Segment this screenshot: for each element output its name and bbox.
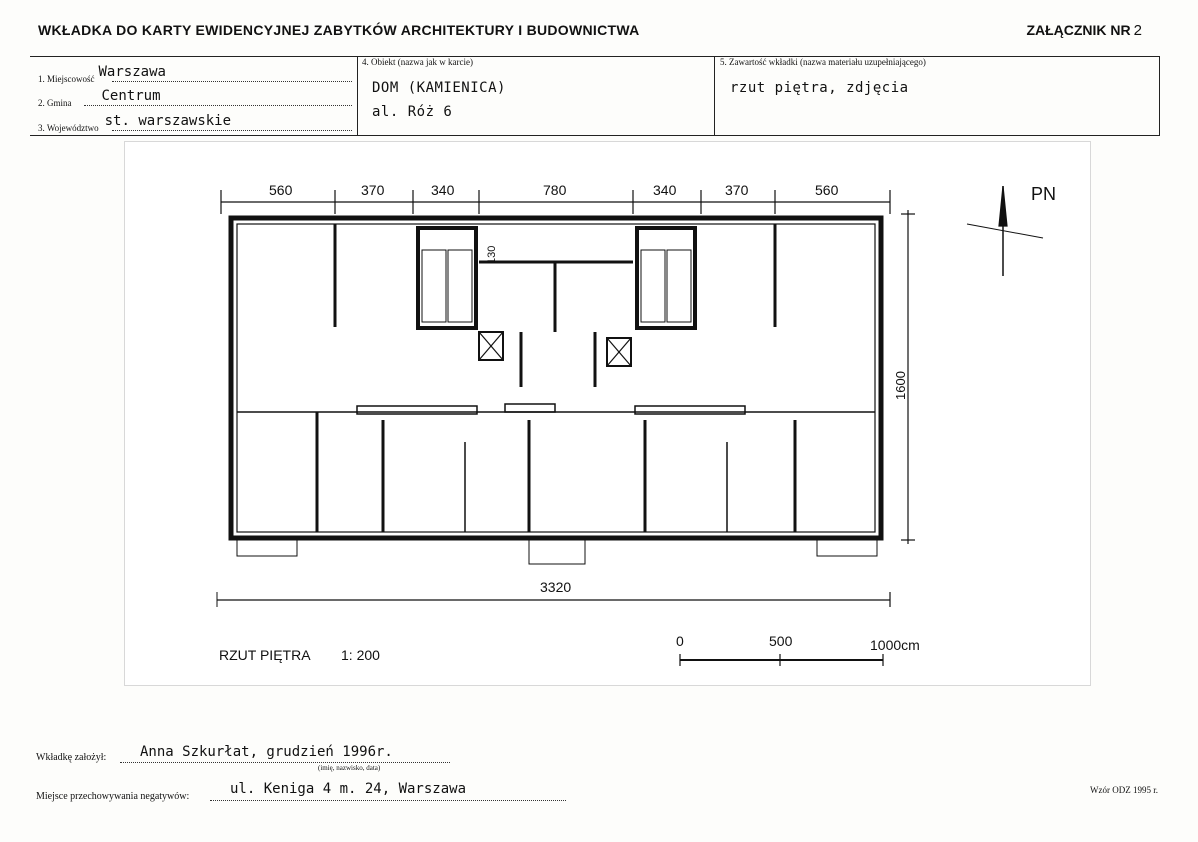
form-right-border <box>1159 56 1160 136</box>
floor-plan-drawing: 560 370 340 780 340 370 560 3320 130 160… <box>216 182 1056 666</box>
dim-top-5: 340 <box>653 182 677 198</box>
document-title: WKŁADKA DO KARTY EWIDENCYJNEJ ZABYTKÓW A… <box>38 22 640 38</box>
dim-top-1: 560 <box>269 182 293 198</box>
founder-value: Anna Szkurłat, grudzień 1996r. <box>140 744 393 760</box>
field-obiekt-line2: al. Róż 6 <box>372 104 453 120</box>
field-wojewodztwo-line <box>112 130 352 131</box>
dim-top-7: 560 <box>815 182 839 198</box>
founder-label: Wkładkę założył: <box>36 752 107 763</box>
field-miejscowosc-label: 1. Miejscowość <box>38 74 95 84</box>
dim-total: 3320 <box>540 579 571 595</box>
dim-top-4: 780 <box>543 182 567 198</box>
field-gmina-value: Centrum <box>101 88 161 104</box>
storage-line <box>210 800 566 801</box>
field-miejscowosc-value: Warszawa <box>98 64 166 80</box>
form-divider-2 <box>714 56 715 136</box>
dim-height: 1600 <box>893 371 908 400</box>
form-top-border <box>30 56 1160 57</box>
dim-top-6: 370 <box>725 182 749 198</box>
storage-value: ul. Keniga 4 m. 24, Warszawa <box>230 781 467 797</box>
north-label: PN <box>1031 184 1056 204</box>
founder-line <box>120 762 450 763</box>
field-zawartosc-label: 5. Zawartość wkładki (nazwa materiału uz… <box>720 57 926 67</box>
storage-label: Miejsce przechowywania negatywów: <box>36 791 190 802</box>
field-zawartosc-value: rzut piętra, zdjęcia <box>730 80 909 96</box>
field-wojewodztwo-label: 3. Województwo <box>38 123 99 133</box>
field-gmina-label: 2. Gmina <box>38 98 72 108</box>
floor-plan-panel: 560 370 340 780 340 370 560 3320 130 160… <box>124 141 1091 686</box>
field-obiekt-line1: DOM (KAMIENICA) <box>372 80 506 96</box>
field-gmina-line <box>84 105 352 106</box>
scalebar-tick-0: 0 <box>676 633 684 649</box>
founder-hint: (imię, nazwisko, data) <box>318 764 381 772</box>
annex-number: 2 <box>1133 22 1142 39</box>
field-wojewodztwo: 3. Województwo st. warszawskie <box>38 113 231 133</box>
field-gmina: 2. Gmina Centrum <box>38 88 161 108</box>
field-obiekt-label: 4. Obiekt (nazwa jak w karcie) <box>362 57 473 67</box>
form-bottom-border <box>30 135 1160 136</box>
plan-scale: 1: 200 <box>341 647 380 663</box>
form-code: Wzór ODZ 1995 r. <box>1090 785 1158 795</box>
scalebar-tick-500: 500 <box>769 633 793 649</box>
annex-label-text: ZAŁĄCZNIK NR <box>1026 22 1131 38</box>
form-divider-1 <box>357 56 358 136</box>
dim-top-3: 340 <box>431 182 455 198</box>
plan-caption: RZUT PIĘTRA <box>219 647 311 663</box>
dim-top-2: 370 <box>361 182 385 198</box>
field-wojewodztwo-value: st. warszawskie <box>104 113 232 129</box>
field-miejscowosc-line <box>112 81 352 82</box>
dim-small: 130 <box>486 246 498 264</box>
field-miejscowosc: 1. Miejscowość Warszawa <box>38 64 166 84</box>
scalebar-tick-1000: 1000cm <box>870 637 920 653</box>
